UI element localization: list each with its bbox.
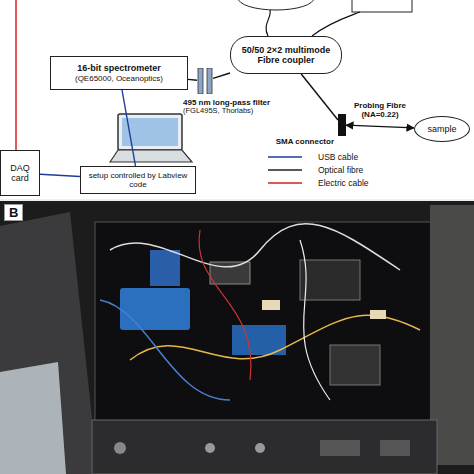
connector [301,74,338,120]
filter-glyph [197,68,213,94]
connector-port [380,440,410,456]
legend-line-sample [268,169,302,171]
blue-module [120,288,190,330]
optical-fibre [266,10,270,36]
source-shape [238,0,314,10]
tape [262,300,280,310]
photo-background [0,199,474,474]
blue-module [150,250,180,286]
daq-box: DAQ card [0,150,40,196]
connector [188,79,197,81]
component-box [300,260,360,300]
legend-line [268,167,302,173]
laptop-base [110,150,192,162]
optical-fibre [312,12,360,36]
filter-plate [207,68,212,94]
legend: USB cableOptical fibreElectric cable [268,150,369,189]
legend-text: Electric cable [318,178,369,188]
connector [40,174,80,176]
node-title: 16-bit spectrometer [77,63,161,73]
filter-plate [198,68,203,94]
cropped-box [352,0,412,12]
electric-cable [15,0,17,150]
connector-port [320,440,360,456]
node-title: SMA connector [254,137,334,146]
node-subtitle: (FGL495S, Thorlabs) [183,107,293,116]
node-subtitle: (QE65000, Oceanoptics) [75,74,163,83]
filter-symbol: 495 nm long-pass filter(FGL495S, Thorlab… [197,68,213,94]
chassis-lid [0,212,98,474]
laptop-display [122,118,178,146]
sample-oval: sample [414,116,470,142]
photo-cable [130,315,420,360]
legend-line-sample [268,156,302,158]
connector [122,90,135,166]
legend-row: Electric cable [268,176,369,189]
edge-label: Probing Fibre (NA=0.22) [347,101,413,119]
node-title: DAQ card [1,163,39,184]
connector [213,73,230,78]
photo-cable [100,300,230,400]
knob [114,442,126,454]
node-title: sample [427,124,456,134]
tape [370,310,386,319]
node-title: 495 nm long-pass filter [183,98,293,107]
legend-row: USB cable [268,150,369,163]
legend-row: Optical fibre [268,163,369,176]
panel-label: B [4,204,23,221]
legend-line [268,180,302,186]
knob [255,443,265,453]
spectrometer-box: 16-bit spectrometer(QE65000, Oceanoptics… [50,56,188,90]
legend-text: USB cable [318,152,358,162]
connector [346,125,414,128]
legend-line [268,154,302,160]
photo-border [0,199,474,201]
component-box [330,345,380,385]
photo-cable [300,240,330,400]
photo-cable [110,224,400,270]
node-caption: 495 nm long-pass filter(FGL495S, Thorlab… [183,98,293,116]
knob [205,443,215,453]
coupler-box: 50/50 2×2 multimode Fibre coupler [230,36,342,74]
setup-box: setup controlled by Labview code [80,166,196,194]
legend-text: Optical fibre [318,165,363,175]
node-title: setup controlled by Labview code [81,171,195,189]
node-title: 50/50 2×2 multimode Fibre coupler [231,45,341,66]
node-caption: SMA connector [254,137,334,146]
front-panel [92,420,437,474]
sma-connector: SMA connector [338,114,346,136]
legend-line-sample [268,182,302,184]
photo-cable [199,230,251,380]
acrylic-box [0,362,66,474]
chassis-inner [95,222,435,422]
